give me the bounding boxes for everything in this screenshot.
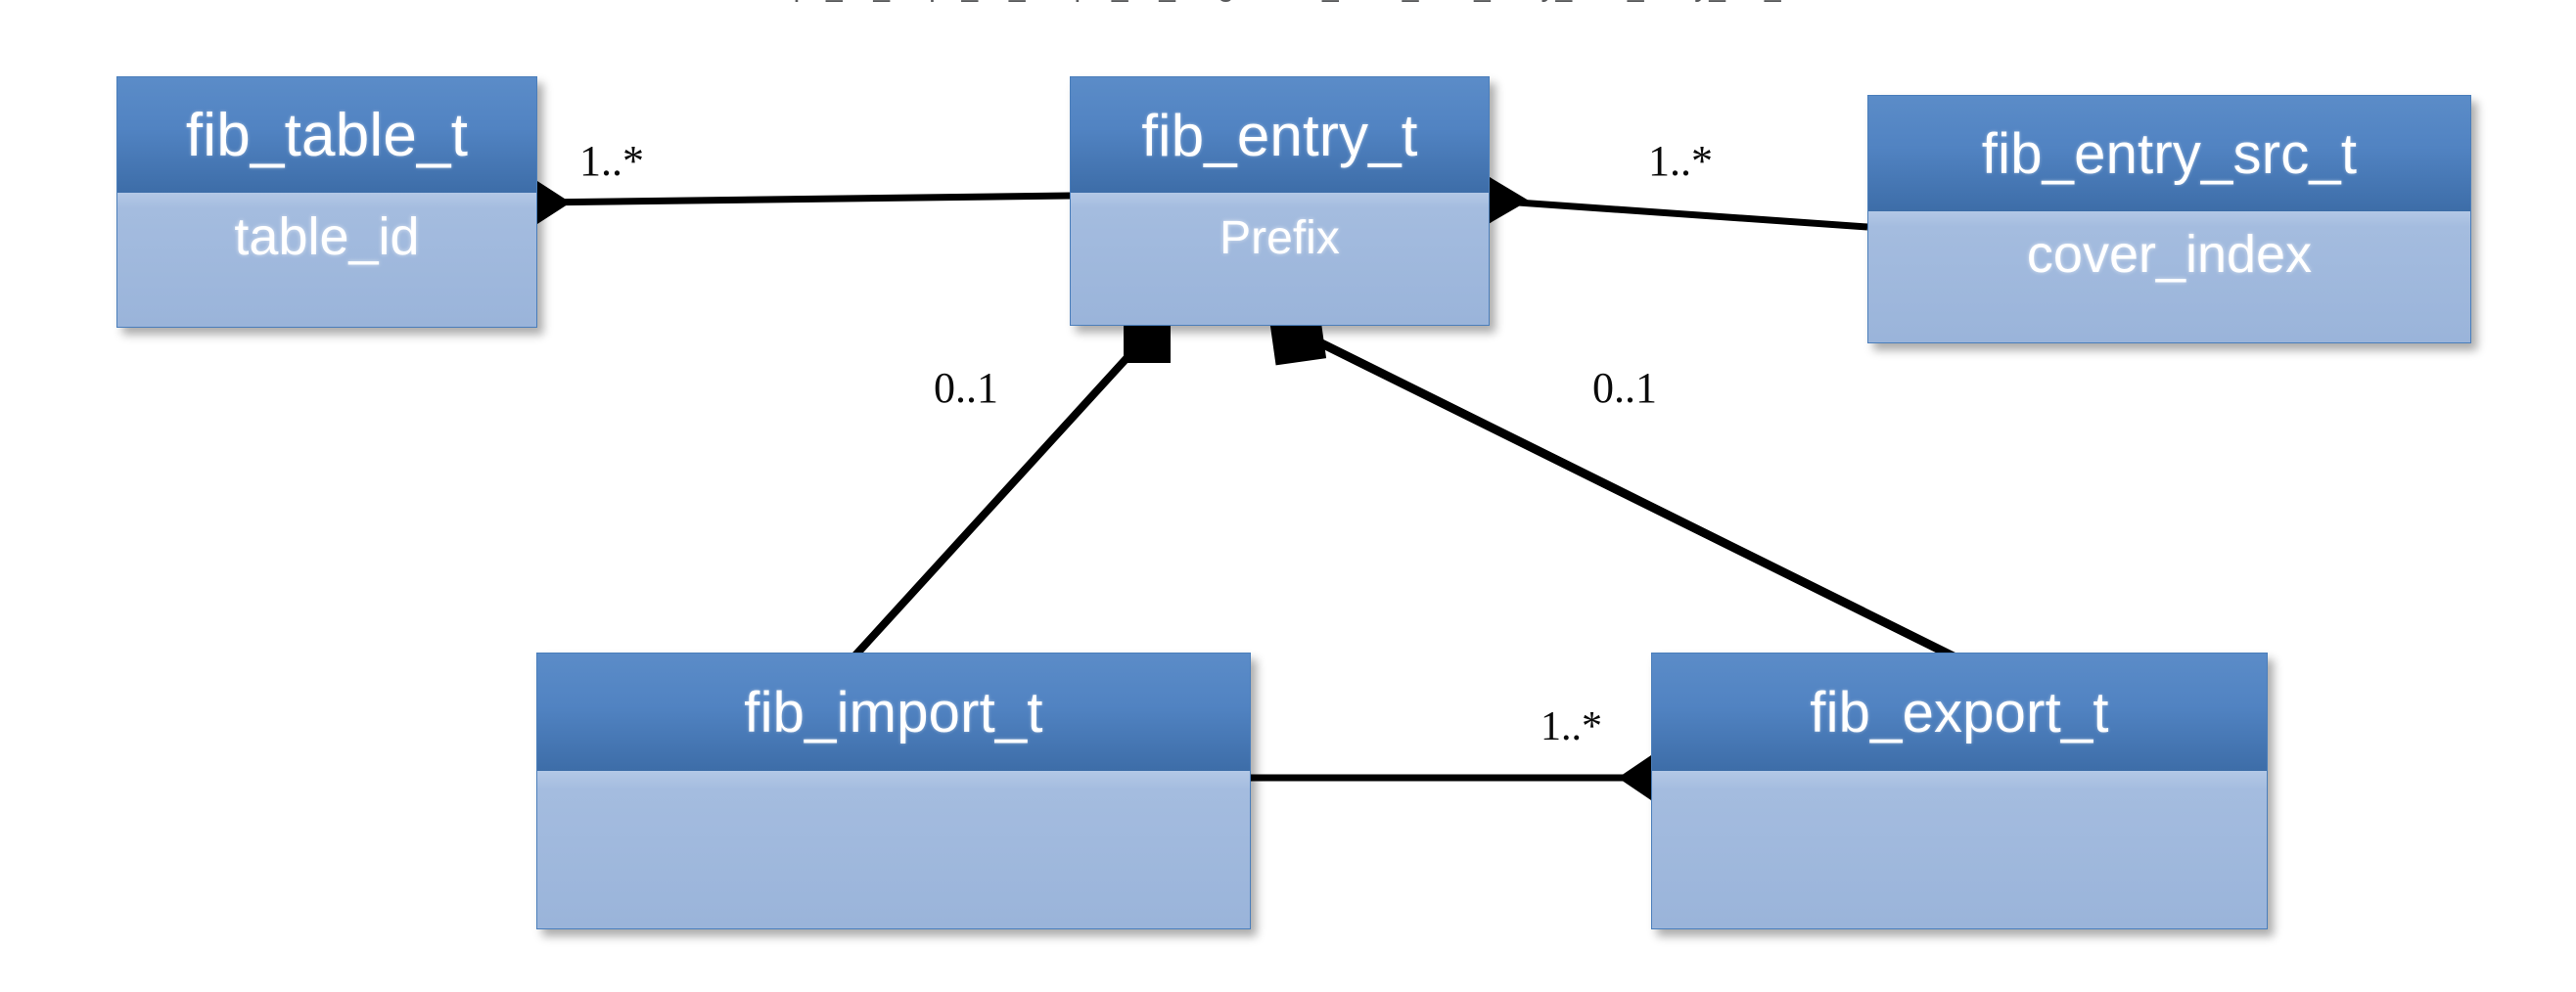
connector-entry-to-import[interactable]	[851, 320, 1171, 660]
filled-square-marker	[1124, 320, 1171, 363]
uml-class-fib-entry-src-t[interactable]: fib_entry_src_t cover_index	[1867, 95, 2471, 343]
uml-class-name-fib-entry-src-t: fib_entry_src_t	[1868, 96, 2470, 211]
multiplicity-label-entry-to-import: 0..1	[934, 364, 998, 412]
uml-class-attribute-fib-entry-t: Prefix	[1071, 193, 1489, 325]
uml-class-name-fib-table-t: fib_table_t	[117, 77, 536, 193]
clipped-title-text: ip4_fib_t / ip6_fib_t, mpls_fib_t org th…	[0, 0, 2576, 4]
uml-class-name-fib-entry-t: fib_entry_t	[1071, 77, 1489, 193]
multiplicity-label-table-to-entry: 1..*	[579, 137, 644, 185]
uml-class-fib-table-t[interactable]: fib_table_t table_id	[116, 76, 537, 328]
uml-class-attribute-fib-entry-src-t: cover_index	[1868, 211, 2470, 342]
connector-table-to-entry[interactable]	[504, 181, 1071, 224]
uml-class-fib-export-t[interactable]: fib_export_t	[1651, 653, 2268, 929]
uml-class-attribute-fib-import-t	[537, 771, 1250, 928]
uml-class-name-fib-export-t: fib_export_t	[1652, 654, 2267, 771]
uml-class-fib-import-t[interactable]: fib_import_t	[536, 653, 1251, 929]
uml-class-name-fib-import-t: fib_import_t	[537, 654, 1250, 771]
multiplicity-label-entry-to-entry-src: 1..*	[1648, 137, 1713, 185]
uml-class-attribute-fib-table-t: table_id	[117, 193, 536, 327]
uml-class-attribute-fib-export-t	[1652, 771, 2267, 928]
connector-entry-to-entry-src[interactable]	[1480, 171, 1868, 231]
multiplicity-label-import-to-export: 1..*	[1541, 704, 1602, 749]
uml-class-fib-entry-t[interactable]: fib_entry_t Prefix	[1070, 76, 1490, 326]
multiplicity-label-entry-to-export: 0..1	[1592, 364, 1657, 412]
filled-arrow-marker	[1480, 171, 1529, 229]
